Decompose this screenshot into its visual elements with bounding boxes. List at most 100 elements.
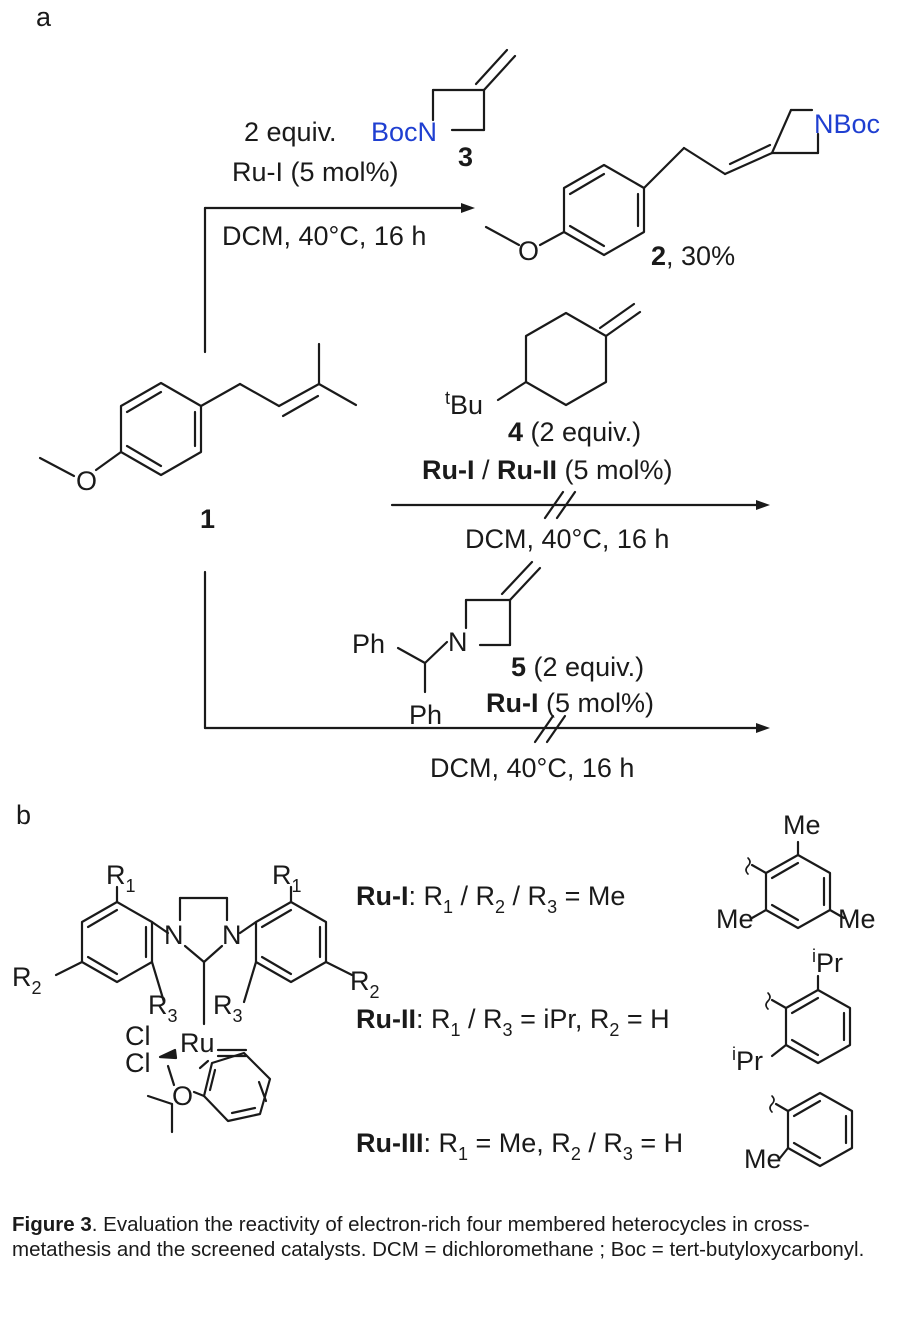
reagent-4-amount: (2 equiv.) — [523, 417, 641, 447]
ru-iii-sub3: 3 — [623, 1144, 633, 1164]
ru-ii-name: Ru-II — [356, 1004, 416, 1034]
ru-iii-sub1: 1 — [458, 1144, 468, 1164]
catalyst-r2-left: R2 — [12, 962, 42, 998]
tolyl-structure — [769, 1091, 854, 1168]
ru-ii-sub2: 2 — [609, 1020, 619, 1040]
ru-ii-sub1: 1 — [451, 1020, 461, 1040]
reagent-3-label: 3 — [458, 142, 473, 172]
reaction-1-reagent-amount: 2 equiv. — [244, 117, 337, 147]
ru-i-sub2: 2 — [495, 897, 505, 917]
ru-iii-val2: = H — [633, 1128, 683, 1158]
tolyl-me: Me — [744, 1144, 782, 1174]
reagent-5-phenyl-2: Ph — [409, 700, 442, 730]
ru-iii-val1: = Me, R — [468, 1128, 571, 1158]
catalyst-separator: / — [474, 455, 497, 485]
panel-b-label: b — [16, 800, 31, 830]
tert-superscript: t — [445, 388, 450, 408]
caption-text: . Evaluation the reactivity of electron-… — [12, 1213, 865, 1261]
catalyst-n-left: N — [164, 920, 184, 950]
r-text: R — [148, 990, 168, 1020]
catalyst-cl-1: Cl — [125, 1021, 151, 1051]
catalyst-n-right: N — [222, 920, 242, 950]
ru-iii-sep: : R — [424, 1128, 459, 1158]
r-text: R — [272, 860, 292, 890]
product-2-structure: O — [484, 108, 820, 266]
mesityl-structure — [745, 840, 846, 930]
ru-ii-definition: Ru-II: R1 / R3 = iPr, R2 = H — [356, 1004, 670, 1040]
butyl-text: Bu — [450, 390, 483, 420]
reagent-5-structure — [396, 560, 542, 694]
reaction-3-no-reaction-mark — [533, 714, 555, 744]
r-sub: 1 — [126, 876, 136, 896]
ipr-top: iPr — [812, 946, 843, 978]
catalyst-oxygen: O — [172, 1081, 193, 1111]
product-2-oxygen: O — [518, 236, 539, 266]
mesityl-me-left: Me — [716, 904, 754, 934]
reaction-2-conditions: DCM, 40°C, 16 h — [465, 524, 669, 554]
ipr-sup: i — [732, 1044, 736, 1064]
product-2-group: NBoc — [814, 109, 880, 139]
ru-ii-val1: = iPr, R — [513, 1004, 610, 1034]
ru-i-s2: / R — [453, 881, 495, 911]
ru-ii-sub3: 3 — [503, 1020, 513, 1040]
reaction-2-catalyst: Ru-I / Ru-II (5 mol%) — [422, 455, 673, 485]
ru-ii-val2: = H — [619, 1004, 669, 1034]
r-text: R — [12, 962, 32, 992]
ru-iii-s2: / R — [581, 1128, 623, 1158]
reagent-3-group: BocN — [371, 117, 437, 147]
r-sub: 3 — [233, 1006, 243, 1026]
reaction-3-catalyst: Ru-I (5 mol%) — [486, 688, 654, 718]
product-2-caption: 2, 30% — [651, 241, 735, 271]
reagent-5-caption: 5 (2 equiv.) — [511, 652, 644, 682]
compound-1-label: 1 — [200, 504, 215, 534]
diisopropylphenyl-structure — [765, 974, 852, 1065]
r-sub: 2 — [32, 978, 42, 998]
ru-i-sep: : R — [408, 881, 443, 911]
reaction-3-conditions: DCM, 40°C, 16 h — [430, 753, 634, 783]
reaction-1-conditions: DCM, 40°C, 16 h — [222, 221, 426, 251]
catalyst-loading: (5 mol%) — [557, 455, 673, 485]
reaction-1-catalyst: Ru-I (5 mol%) — [232, 157, 399, 187]
catalyst-r2-right: R2 — [350, 966, 380, 1002]
catalyst-r1-right: R1 — [272, 860, 302, 896]
r-sub: 2 — [370, 982, 380, 1002]
product-2-label: 2 — [651, 241, 666, 271]
reagent-5-nitrogen: N — [448, 627, 468, 657]
r-sub: 3 — [168, 1006, 178, 1026]
r-text: R — [106, 860, 126, 890]
reaction-2-no-reaction-mark — [543, 490, 565, 520]
catalyst-r1-left: R1 — [106, 860, 136, 896]
catalyst-ru-i: Ru-I — [422, 455, 474, 485]
ipr-text: Pr — [736, 1046, 763, 1076]
catalyst-ru-i-3: Ru-I — [486, 688, 538, 718]
mesityl-me-top: Me — [783, 810, 821, 840]
r-text: R — [213, 990, 233, 1020]
reagent-5-amount: (2 equiv.) — [526, 652, 644, 682]
ru-i-val: = Me — [557, 881, 625, 911]
ipr-text: Pr — [816, 948, 843, 978]
ru-i-definition: Ru-I: R1 / R2 / R3 = Me — [356, 881, 625, 917]
ru-iii-definition: Ru-III: R1 = Me, R2 / R3 = H — [356, 1128, 683, 1164]
r-text: R — [350, 966, 370, 996]
ru-i-sub3: 3 — [547, 897, 557, 917]
ru-iii-sub2: 2 — [571, 1144, 581, 1164]
catalyst-loading-3: (5 mol%) — [538, 688, 654, 718]
ipr-sup: i — [812, 946, 816, 966]
catalyst-r3-right: R3 — [213, 990, 243, 1026]
catalyst-cl-2: Cl — [125, 1048, 151, 1078]
reagent-3-structure — [431, 48, 517, 132]
figure-3-scheme: a O 1 BocN 3 2 equiv. Ru-I (5 mol%) DCM,… — [12, 2, 880, 1174]
product-2-yield: , 30% — [666, 241, 735, 271]
catalyst-ru-ii: Ru-II — [497, 455, 557, 485]
ru-i-name: Ru-I — [356, 881, 408, 911]
compound-1-structure: O — [38, 342, 358, 496]
ru-ii-sep: : R — [416, 1004, 451, 1034]
ru-i-sub1: 1 — [443, 897, 453, 917]
figure-caption: Figure 3. Evaluation the reactivity of e… — [12, 1212, 882, 1262]
catalyst-ru-atom: Ru — [180, 1028, 215, 1058]
panel-a-label: a — [36, 2, 52, 32]
reagent-5-phenyl-1: Ph — [352, 629, 385, 659]
r-sub: 1 — [292, 876, 302, 896]
catalyst-r3-left: R3 — [148, 990, 178, 1026]
ru-iii-name: Ru-III — [356, 1128, 424, 1158]
